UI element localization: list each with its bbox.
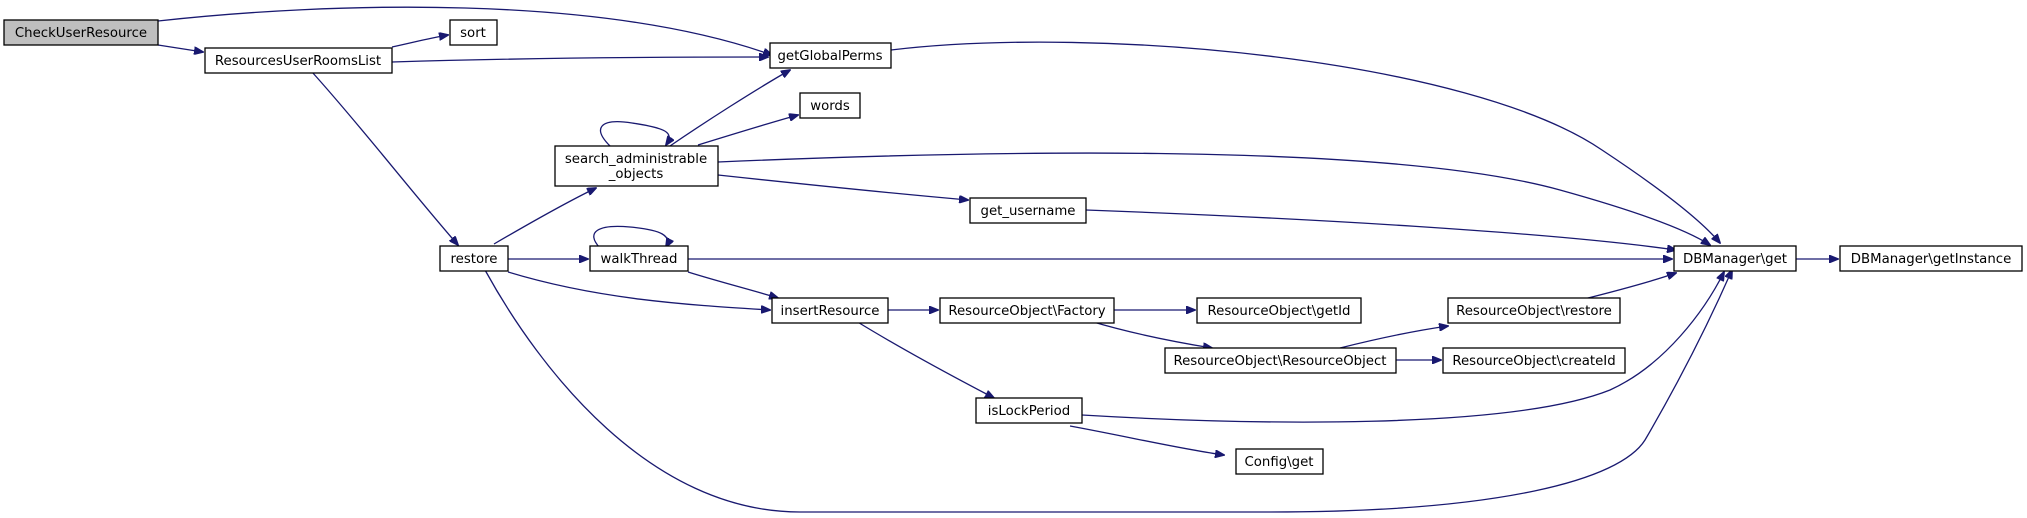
node-label: Config\get: [1245, 455, 1314, 470]
node-label: DBManager\get: [1683, 252, 1787, 267]
edge-checkuserresource-getglobalperms: [157, 6, 772, 55]
node-resourceobject-factory[interactable]: ResourceObject\Factory: [939, 297, 1115, 324]
edge-insertresource-islockperiod: [855, 320, 994, 398]
edge-factory-resourceobject: [1089, 320, 1212, 348]
edge-restore-dbmanagerget: [484, 270, 1732, 513]
node-words[interactable]: words: [799, 92, 861, 119]
edge-islockperiod-configget: [1069, 425, 1224, 455]
node-search-administrable-objects[interactable]: search_administrable _objects: [554, 145, 719, 187]
node-dbmanager-getinstance[interactable]: DBManager\getInstance: [1839, 245, 2023, 272]
node-label: ResourceObject\ResourceObject: [1173, 354, 1386, 369]
node-label: ResourcesUserRoomsList: [215, 54, 381, 69]
edge-search-words: [697, 115, 798, 146]
node-label: restore: [451, 252, 498, 267]
edge-search-getglobalperms: [669, 70, 790, 147]
node-checkuserresource[interactable]: CheckUserResource: [3, 19, 159, 46]
node-label: isLockPeriod: [988, 404, 1070, 419]
node-label: CheckUserResource: [15, 26, 147, 41]
node-islockperiod[interactable]: isLockPeriod: [975, 397, 1083, 424]
edge-resourcesuserroomslist-restore: [311, 71, 458, 245]
node-resourceobject-getid[interactable]: ResourceObject\getId: [1196, 297, 1362, 324]
node-label: get_username: [981, 204, 1076, 219]
edge-search-dbmanagerget: [717, 152, 1710, 245]
node-getglobalperms[interactable]: getGlobalPerms: [769, 42, 892, 69]
node-label: ResourceObject\getId: [1208, 304, 1351, 319]
edge-restore-search: [493, 188, 596, 245]
node-label: insertResource: [781, 304, 880, 319]
node-label: DBManager\getInstance: [1851, 252, 2012, 267]
edge-restore-insertresource: [507, 271, 770, 310]
node-config-get[interactable]: Config\get: [1235, 448, 1324, 475]
node-walkthread[interactable]: walkThread: [589, 245, 689, 272]
node-label: words: [810, 99, 850, 114]
edge-checkuserresource-resourcesuserroomslist: [157, 44, 203, 52]
edge-search-self: [599, 121, 670, 146]
edge-search-getusername: [717, 174, 968, 200]
node-restore[interactable]: restore: [439, 245, 509, 272]
node-resourceobject-restore[interactable]: ResourceObject\restore: [1447, 297, 1621, 324]
edge-walkthread-insertresource: [687, 271, 778, 298]
edge-resourcesuserroomslist-sort: [391, 35, 448, 48]
node-resourceobject-resourceobject[interactable]: ResourceObject\ResourceObject: [1164, 347, 1397, 374]
edges: [157, 6, 1838, 513]
node-label: walkThread: [601, 252, 678, 267]
edge-resourceobjectrestore-dbmanagerget: [1579, 273, 1676, 301]
node-dbmanager-get[interactable]: DBManager\get: [1673, 245, 1797, 272]
edge-resourcesuserroomslist-getglobalperms: [391, 57, 768, 63]
node-getusername[interactable]: get_username: [969, 197, 1087, 224]
edge-getglobalperms-dbmanagerget: [890, 41, 1720, 243]
node-insertresource[interactable]: insertResource: [771, 297, 889, 324]
node-sort[interactable]: sort: [449, 19, 498, 46]
node-label: ResourceObject\Factory: [948, 304, 1105, 319]
node-label-line1: search_administrable: [565, 152, 707, 167]
edge-walkthread-self: [593, 225, 668, 248]
node-label: getGlobalPerms: [777, 49, 882, 64]
node-resourcesuserroomslist[interactable]: ResourcesUserRoomsList: [204, 47, 393, 74]
edge-islockperiod-dbmanagerget: [1081, 272, 1724, 423]
edge-resourceobject-restore: [1339, 326, 1448, 349]
node-label: ResourceObject\createId: [1452, 354, 1615, 369]
edge-getusername-dbmanagerget: [1085, 209, 1676, 250]
node-label: ResourceObject\restore: [1456, 304, 1612, 319]
node-label-line2: _objects: [608, 167, 664, 182]
node-label: sort: [460, 26, 486, 41]
node-resourceobject-createid[interactable]: ResourceObject\createId: [1442, 347, 1626, 374]
